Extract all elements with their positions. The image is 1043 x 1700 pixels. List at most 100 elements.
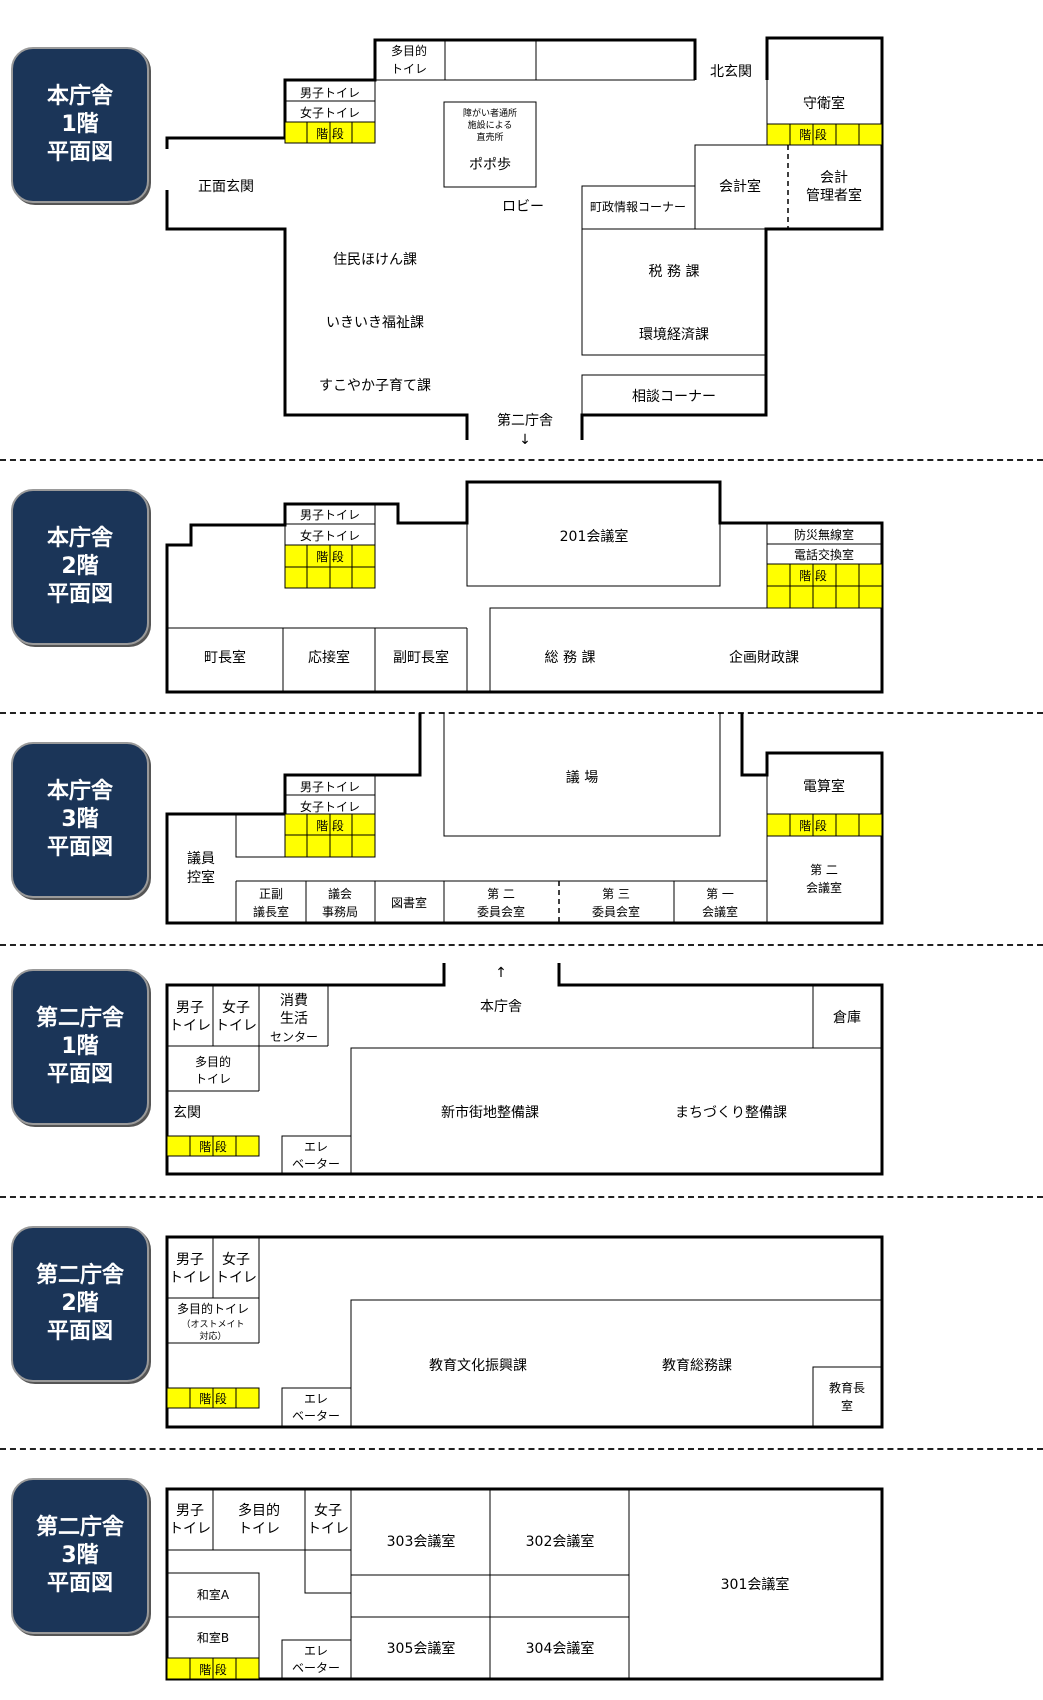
shop-caption: 施設による: [468, 119, 513, 131]
committee-room-2-label: 委員会室: [477, 904, 525, 919]
floor-divider: [0, 1448, 1043, 1450]
floor-badge: 第二庁舎 2階 平面図: [11, 1226, 149, 1382]
down-arrow-icon: ↓: [519, 432, 531, 448]
education-general-division-label: 教育総務課: [662, 1358, 732, 1374]
floor-badge: 第二庁舎 1階 平面図: [11, 969, 149, 1125]
multipurpose-toilet-label: 多目的: [195, 1054, 231, 1069]
planning-finance-label: 企画財政課: [729, 649, 799, 666]
floor-badge: 第二庁舎 3階 平面図: [11, 1478, 149, 1634]
badge-line: 平面図: [46, 1062, 113, 1087]
stairs-label: 階 段: [316, 126, 344, 141]
badge-line: 本庁舎: [46, 779, 113, 804]
committee-room-3-label: 委員会室: [592, 904, 640, 919]
up-arrow-icon: ↑: [495, 965, 507, 981]
meeting-room-304-label: 304会議室: [526, 1640, 595, 1657]
elevator-label: エレ: [304, 1392, 328, 1406]
disaster-radio-room-label: 防災無線室: [794, 527, 854, 542]
badge-line: 3階: [61, 807, 99, 832]
urban-development-division-label: 新市街地整備課: [441, 1104, 539, 1121]
stairs-label: 階 段: [316, 549, 344, 564]
floor-annex-2f: 第二庁舎 2階 平面図 男子 トイレ 女子 トイレ 多目的トイレ （オストメイト…: [0, 1197, 1043, 1449]
multipurpose-toilet-label: トイレ: [391, 62, 427, 76]
front-entrance-label: 正面玄関: [198, 178, 254, 195]
badge-line: 2階: [61, 554, 99, 579]
stairs-label: 階 段: [199, 1662, 227, 1677]
entrance-label: 玄関: [173, 1104, 201, 1121]
conference-room-1-label: 会議室: [702, 904, 738, 919]
accounting-manager-label: 管理者室: [806, 187, 862, 204]
mens-toilet-label: トイレ: [169, 1270, 211, 1286]
elevator-label: ベーター: [292, 1661, 340, 1675]
storage-label: 倉庫: [833, 1009, 861, 1026]
vice-mayor-office-label: 副町長室: [393, 649, 449, 666]
accounting-room-label: 会計室: [719, 178, 761, 195]
members-waiting-room-label: 議員: [187, 850, 215, 867]
floor-plan: 男子トイレ 女子トイレ 階 段 201会議室 防災無線室 電話交換室 階 段 町…: [165, 480, 884, 694]
consumer-center-label: 消費: [280, 993, 308, 1009]
town-planning-division-label: まちづくり整備課: [675, 1105, 787, 1121]
womens-toilet-label: トイレ: [215, 1270, 257, 1286]
womens-toilet-label: 女子トイレ: [300, 105, 360, 120]
meeting-room-305-label: 305会議室: [387, 1640, 456, 1657]
superintendent-office-label: 室: [841, 1398, 853, 1413]
womens-toilet-label: 女子トイレ: [300, 799, 360, 814]
stairs-label: 階 段: [799, 568, 827, 583]
town-info-corner-label: 町政情報コーナー: [590, 200, 686, 214]
multipurpose-toilet-label: 多目的トイレ: [177, 1301, 249, 1316]
conference-room-1-label: 第 一: [706, 887, 734, 901]
assembly-secretariat-label: 議会: [328, 887, 352, 901]
meeting-room-301-label: 301会議室: [721, 1576, 790, 1593]
badge-line: 1階: [61, 112, 99, 137]
badge-line: 第二庁舎: [35, 1263, 124, 1288]
japanese-room-a-label: 和室A: [197, 1587, 230, 1602]
shop-caption: 直売所: [476, 131, 503, 143]
stairs-label: 階 段: [799, 818, 827, 833]
elevator-label: ベーター: [292, 1409, 340, 1423]
floor-main-1f: 本庁舎 1階 平面図 多目的 トイレ: [0, 0, 1043, 460]
floor-plan: ↑ 本庁舎 男子 トイレ 女子 トイレ 消費 生活 センター 多目的 トイレ 倉…: [165, 963, 884, 1176]
floor-annex-3f: 第二庁舎 3階 平面図 男子 トイレ 多目的 トイレ 女子 トイレ 303会議室…: [0, 1449, 1043, 1700]
mens-toilet-label: 男子: [176, 1252, 204, 1268]
mens-toilet-label: 男子トイレ: [300, 508, 360, 522]
floor-plan: 男子 トイレ 女子 トイレ 多目的トイレ （オストメイト 対応） 教育文化振興課…: [165, 1235, 884, 1429]
mens-toilet-label: 男子: [176, 1000, 204, 1016]
ostomate-note: 対応）: [199, 1330, 226, 1342]
badge-line: 第二庁舎: [35, 1006, 124, 1031]
floor-annex-1f: 第二庁舎 1階 平面図 ↑ 本庁舎 男子 トイレ 女子 トイレ 消費 生活 セン…: [0, 945, 1043, 1197]
badge-line: 平面図: [46, 1571, 113, 1596]
womens-toilet-label: 女子: [222, 1251, 250, 1268]
japanese-room-b-label: 和室B: [197, 1630, 229, 1645]
committee-room-2-label: 第 二: [487, 887, 515, 901]
annex-direction-label: 第二庁舎: [497, 412, 553, 429]
elevator-label: ベーター: [292, 1157, 340, 1171]
badge-line: 平面図: [46, 835, 113, 860]
assembly-hall-label: 議 場: [566, 769, 598, 786]
floor-divider: [0, 944, 1043, 946]
badge-line: 第二庁舎: [35, 1515, 124, 1540]
multipurpose-toilet-label: トイレ: [195, 1072, 231, 1086]
chair-office-label: 正副: [259, 887, 283, 901]
stairs-label: 階 段: [316, 818, 344, 833]
floor-main-3f: 本庁舎 3階 平面図 男子トイレ 女子トイレ 階 段 議: [0, 713, 1043, 945]
floor-main-2f: 本庁舎 2階 平面図 男子トイレ 女子トイレ 階 段: [0, 460, 1043, 713]
library-label: 図書室: [391, 895, 427, 910]
welfare-division-label: いきいき福祉課: [326, 315, 424, 331]
residents-division-label: 住民ほけん課: [333, 252, 417, 268]
stairs-label: 階 段: [199, 1139, 227, 1154]
mens-toilet-label: トイレ: [169, 1018, 211, 1034]
womens-toilet-label: 女子トイレ: [300, 528, 360, 543]
womens-toilet-label: トイレ: [307, 1521, 349, 1537]
womens-toilet-label: 女子: [222, 999, 250, 1016]
multipurpose-toilet-label: トイレ: [238, 1521, 280, 1537]
floor-divider: [0, 712, 1043, 714]
ostomate-note: （オストメイト: [181, 1319, 244, 1330]
members-waiting-room-label: 控室: [187, 869, 215, 886]
environment-division-label: 環境経済課: [639, 327, 709, 343]
meeting-room-302-label: 302会議室: [526, 1533, 595, 1550]
accounting-manager-label: 会計: [820, 170, 848, 186]
mens-toilet-label: 男子: [176, 1503, 204, 1519]
committee-room-3-label: 第 三: [602, 887, 630, 901]
floor-badge: 本庁舎 1階 平面図: [11, 47, 149, 203]
tax-division-label: 税 務 課: [649, 264, 700, 280]
conference-room-2-label: 会議室: [806, 880, 842, 895]
